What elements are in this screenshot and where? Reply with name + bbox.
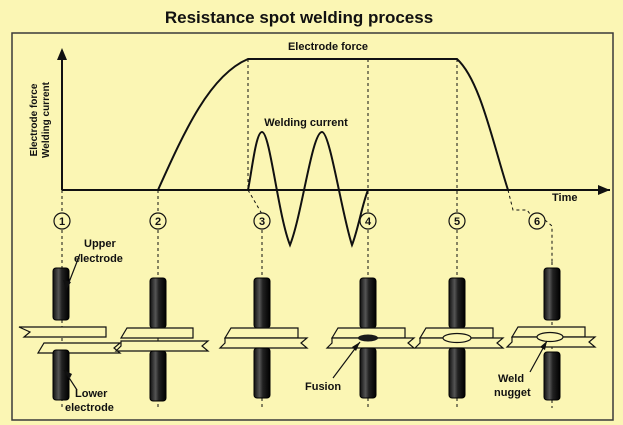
lower-electrode-label-line1: Lower — [75, 388, 108, 400]
bottom-sheet-2 — [114, 340, 210, 352]
welding-current-label: Welding current — [264, 117, 348, 129]
callout-leaders — [63, 253, 548, 391]
upper-electrode-2 — [149, 277, 167, 329]
stage-1-label: 1 — [59, 216, 65, 228]
electrode-force-label: Electrode force — [288, 41, 368, 53]
y-axis-arrow-icon — [57, 48, 67, 60]
weld-nugget-arrow-icon — [540, 341, 547, 350]
stage-guides — [61, 59, 553, 262]
lower-electrode-5 — [448, 347, 466, 399]
stage-3-circle — [253, 212, 271, 230]
stage-6-assembly — [505, 267, 597, 401]
upper-electrode-4 — [359, 277, 377, 329]
stage-2-assembly — [114, 277, 210, 402]
stage-3-assembly — [218, 277, 309, 399]
lower-electrode-3 — [253, 347, 271, 399]
bottom-sheet-1 — [36, 342, 122, 354]
top-sheet-2 — [119, 327, 194, 339]
electrode-force-curve — [62, 58, 610, 191]
nugget-5 — [442, 332, 472, 344]
lower-electrode-leader — [63, 369, 78, 391]
upper-electrode-5 — [448, 277, 466, 329]
stage-4-label: 4 — [365, 216, 372, 228]
stage-1-circle — [53, 212, 71, 230]
top-sheet-1 — [18, 326, 107, 338]
welding-current-curve — [247, 130, 369, 248]
upper-electrode-3 — [253, 277, 271, 329]
stage-4-assembly — [325, 277, 416, 399]
weld-nugget-label-line2: nugget — [494, 387, 531, 399]
fusion-zone — [358, 334, 378, 342]
top-sheet-3 — [223, 327, 299, 339]
bottom-sheet-3 — [218, 337, 309, 349]
upper-electrode-label-line1: Upper — [84, 238, 117, 250]
y-axis-label-line2: Welding current — [41, 81, 52, 158]
lower-electrode-arrow-icon — [64, 370, 72, 378]
stage-1-assembly — [18, 267, 122, 401]
lower-electrode-2 — [149, 350, 167, 402]
upper-electrode-label-line2: electrode — [74, 253, 123, 265]
stage-4-circle — [359, 212, 377, 230]
lower-electrode-label-line2: electrode — [65, 402, 114, 414]
stage-2-circle — [149, 212, 167, 230]
upper-electrode-arrow-icon — [63, 280, 71, 290]
bottom-sheet-4 — [325, 337, 416, 349]
stage-markers: 1 2 3 4 5 6 — [53, 212, 546, 230]
upper-electrode-1 — [52, 267, 70, 321]
fusion-arrow-icon — [352, 342, 360, 351]
lower-electrode-6 — [543, 351, 561, 401]
fusion-label: Fusion — [305, 381, 341, 393]
y-axis-label-line1: Electrode force — [29, 83, 40, 156]
lower-electrode-4 — [359, 347, 377, 399]
upper-electrode-6 — [543, 267, 561, 321]
stage-6-label: 6 — [534, 216, 540, 228]
weld-nugget-shape — [536, 331, 564, 343]
guide-3b — [247, 189, 263, 215]
stage-2-label: 2 — [155, 216, 161, 228]
guide-6a — [507, 189, 531, 215]
x-axis-label: Time — [552, 192, 577, 204]
stage-5-circle — [448, 212, 466, 230]
diagram-frame — [11, 32, 614, 421]
stage-6-circle — [528, 212, 546, 230]
stage-5-assembly — [413, 277, 505, 399]
guide-6b — [544, 219, 553, 262]
weld-nugget-label-line1: Weld — [498, 373, 524, 385]
stage-3-label: 3 — [259, 216, 265, 228]
stage-5-label: 5 — [454, 216, 460, 228]
diagram-title: Resistance spot welding process — [165, 8, 433, 27]
